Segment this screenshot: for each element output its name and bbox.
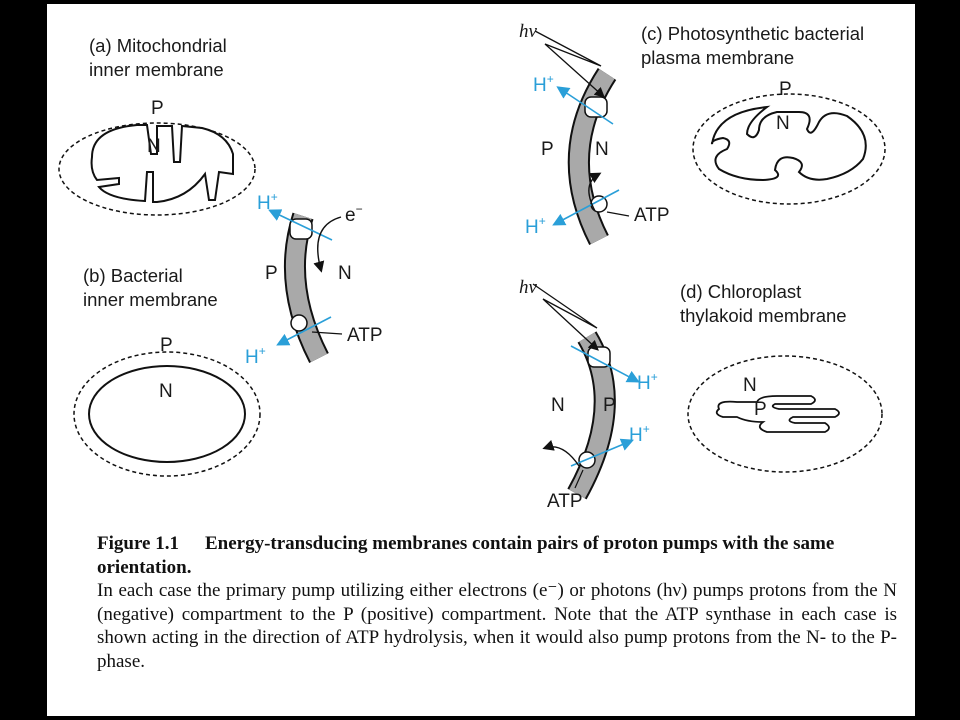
panel-d-membrane-n-label: N [551, 395, 565, 416]
panel-d-n-label: N [743, 375, 757, 396]
panel-c-membrane-p-label: P [541, 139, 554, 160]
mitochondrion-shape [58, 122, 256, 216]
membrane-diagram [58, 30, 886, 500]
panel-d-title-line1: (d) Chloroplast [680, 281, 802, 302]
panel-d-atp-label: ATP [547, 491, 583, 512]
figure-slide: (a) Mitochondrial inner membrane P N (b)… [47, 4, 915, 716]
panel-b-n-label: N [159, 381, 173, 402]
panel-c-photon-label: hν [519, 21, 537, 42]
panel-c-membrane-n-label: N [595, 139, 609, 160]
panel-c-proton-bottom: H+ [525, 214, 546, 238]
panel-a-n-label: N [147, 136, 161, 157]
panel-b-title-line2: inner membrane [83, 289, 218, 310]
panel-b-p-label: P [160, 335, 173, 356]
chloroplast-shape [687, 355, 883, 473]
panel-d-p-label: P [754, 399, 767, 420]
panel-d-title-line2: thylakoid membrane [680, 305, 847, 326]
thylakoid-membrane-segment [532, 283, 640, 500]
photosynthetic-bacterium-shape [692, 93, 886, 205]
panel-b-membrane-n-label: N [338, 263, 352, 284]
panel-a-title-line1: (a) Mitochondrial [89, 35, 227, 56]
panel-d-photon-label: hν [519, 277, 537, 298]
panel-a-title-line2: inner membrane [89, 59, 224, 80]
panel-c-atp-label: ATP [634, 205, 670, 226]
panel-d-membrane-p-label: P [603, 395, 616, 416]
panel-c-title-line1: (c) Photosynthetic bacterial [641, 23, 865, 44]
panel-b-electron-label: e− [345, 202, 363, 226]
figure-number: Figure 1.1 [97, 533, 179, 554]
caption-title: Energy-transducing membranes contain pai… [97, 533, 835, 578]
panel-a-p-label: P [151, 98, 164, 119]
panel-b-proton-bottom: H+ [245, 344, 266, 368]
panel-c-p-label: P [779, 79, 792, 100]
photosynthetic-membrane-segment [534, 30, 630, 246]
panel-b-membrane-p-label: P [265, 263, 278, 284]
panel-c-title-line2: plasma membrane [641, 47, 795, 68]
panel-b-title-line1: (b) Bacterial [83, 265, 183, 286]
bacterial-membrane-segment [268, 209, 343, 364]
panel-d-proton-bottom: H+ [629, 422, 650, 446]
panel-b-atp-label: ATP [347, 325, 383, 346]
panel-c-proton-top: H+ [533, 72, 554, 96]
panel-b-proton-top: H+ [257, 190, 278, 214]
panel-d-proton-top: H+ [637, 370, 658, 394]
bacterial-cell-shape [73, 351, 261, 477]
caption-body: In each case the primary pump utilizing … [97, 580, 897, 672]
panel-c-n-label: N [776, 113, 790, 134]
